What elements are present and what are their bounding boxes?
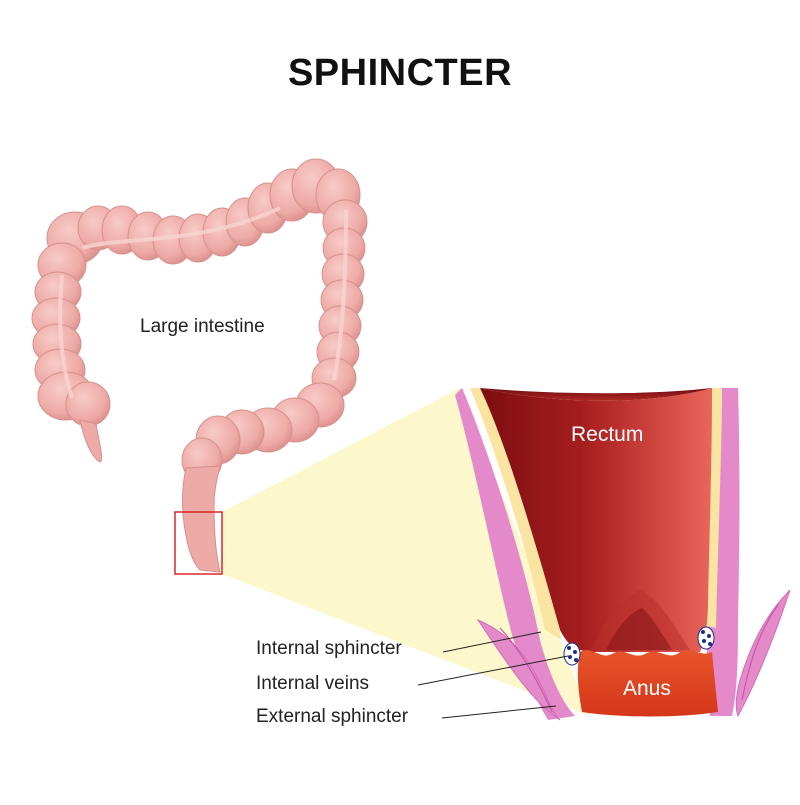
label-large-intestine: Large intestine: [140, 316, 265, 337]
label-internal-veins: Internal veins: [256, 673, 370, 694]
leader-internal-sphincter: [442, 631, 542, 653]
label-internal-sphincter: Internal sphincter: [256, 638, 402, 659]
ascending-colon: [31, 242, 111, 427]
leader-internal-veins: [417, 655, 569, 686]
external-flap-right: [735, 589, 791, 718]
anus-canal: [577, 649, 718, 717]
highlight-box: [174, 511, 223, 575]
intestine-rectum: [181, 465, 221, 573]
label-rectum: Rectum: [571, 423, 644, 446]
internal-veins-right: [697, 626, 715, 650]
rectum-cross-section: [455, 388, 791, 721]
external-muscle-right: [706, 388, 740, 716]
external-muscle-left: [455, 388, 575, 720]
appendix: [79, 419, 103, 463]
label-external-sphincter: External sphincter: [256, 706, 409, 727]
descending-colon: [311, 199, 368, 399]
internal-veins-left: [563, 642, 581, 666]
rectum-wall: [480, 388, 712, 652]
leader-external-sphincter: [441, 705, 557, 719]
large-intestine: [31, 158, 368, 573]
transverse-colon: [46, 158, 361, 265]
fat-layer-left: [470, 388, 562, 640]
label-anus: Anus: [623, 677, 671, 700]
page-title: SPHINCTER: [287, 52, 513, 94]
rectum-opening: [480, 388, 712, 401]
